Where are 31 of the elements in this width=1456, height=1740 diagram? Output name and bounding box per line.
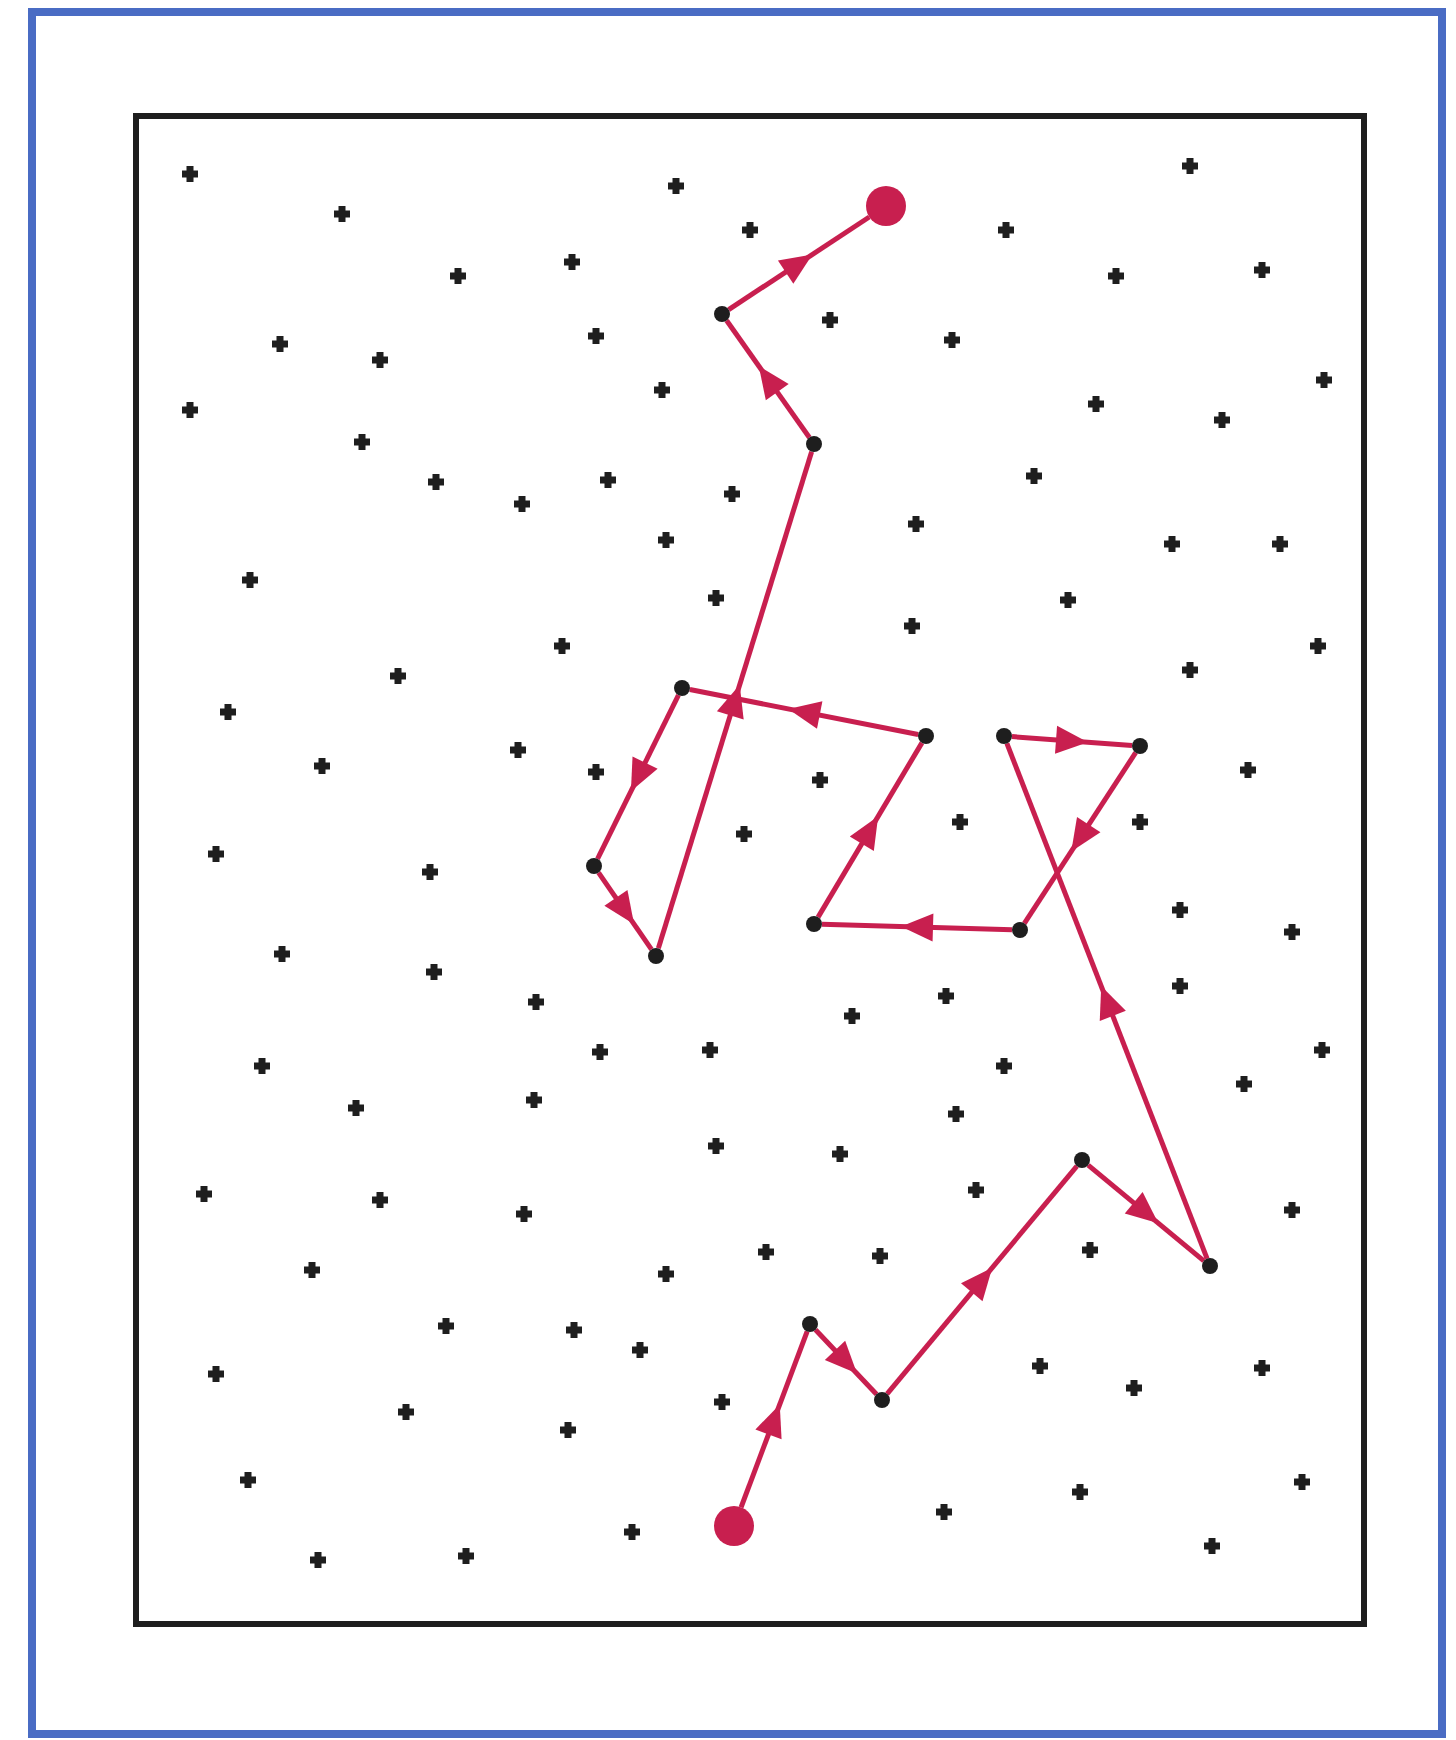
arrow: [815, 741, 925, 919]
arrow: [595, 694, 681, 860]
arrow: [1086, 1163, 1206, 1263]
arrow: [727, 214, 871, 312]
arrow: [724, 319, 812, 439]
step-point: [802, 1316, 818, 1332]
walk-endpoint-marker: [866, 186, 906, 226]
step-point: [1012, 922, 1028, 938]
arrow: [885, 1164, 1079, 1396]
arrow: [596, 871, 654, 951]
step-point: [648, 948, 664, 964]
step-point: [714, 306, 730, 322]
step-point: [1132, 738, 1148, 754]
arrow: [689, 687, 919, 737]
arrow: [1022, 751, 1138, 925]
step-point: [806, 436, 822, 452]
arrow: [1011, 725, 1133, 754]
step-point: [586, 858, 602, 874]
arrow: [813, 1328, 879, 1396]
arrow: [1004, 742, 1210, 1260]
step-point: [874, 1392, 890, 1408]
walk-endpoint-marker: [714, 1506, 754, 1546]
arrow: [821, 913, 1013, 942]
arrow: [738, 1330, 810, 1509]
step-point: [918, 728, 934, 744]
step-point: [674, 680, 690, 696]
step-point: [996, 728, 1012, 744]
step-point: [1074, 1152, 1090, 1168]
step-point: [1202, 1258, 1218, 1274]
step-point: [806, 916, 822, 932]
arrow: [655, 450, 815, 950]
